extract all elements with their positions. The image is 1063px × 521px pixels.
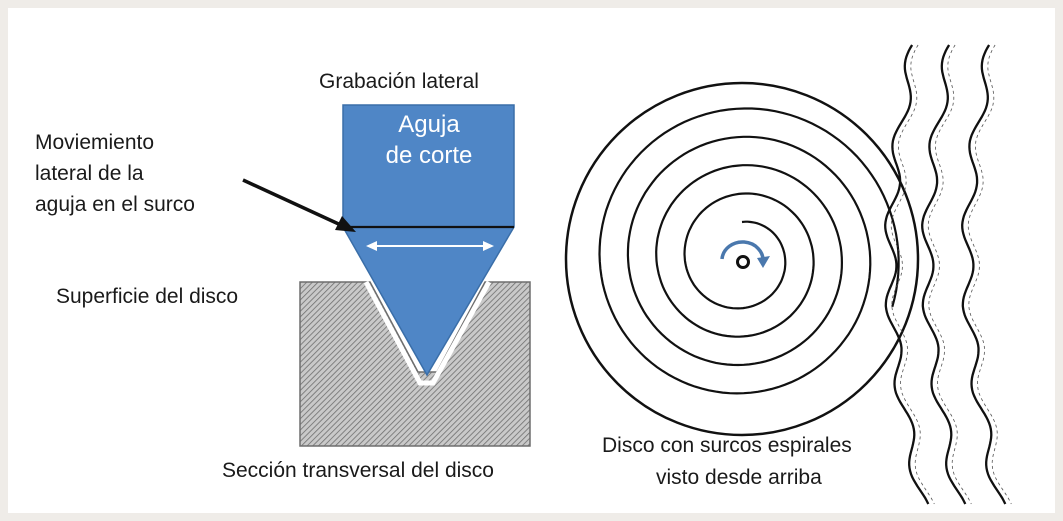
- wavy-groove-edge-1: [890, 44, 935, 505]
- needle-label-line1: Aguja: [398, 111, 460, 138]
- needle-label-line2: de corte: [385, 142, 473, 169]
- wavy-groove-edge-3: [967, 44, 1012, 505]
- spiral-caption-line1: Disco con surcos espirales: [602, 434, 852, 457]
- wavy-groove-2: [921, 44, 967, 505]
- disc-surface-label: Superficie del disco: [56, 285, 239, 308]
- cutting-needle: [342, 104, 515, 377]
- pointer-arrow: [242, 178, 356, 232]
- disc-top-view: [564, 81, 920, 437]
- diagram-frame: [8, 8, 1055, 513]
- wavy-groove-edge-2: [927, 44, 972, 505]
- disc-cross-section: [299, 281, 531, 447]
- movement-label-line2: lateral de la: [35, 162, 144, 185]
- wavy-groove-1: [884, 44, 930, 505]
- movement-label-line3: aguja en el surco: [35, 193, 195, 216]
- clockwise-rotation-arrow-icon: [720, 240, 770, 268]
- spiral-groove: [598, 107, 900, 395]
- wavy-groove-3: [961, 44, 1007, 505]
- cross-section-label: Sección transversal del disco: [222, 459, 494, 482]
- spiral-caption-line2: visto desde arriba: [656, 466, 822, 489]
- wavy-groove-lines: [884, 44, 1012, 505]
- center-hole: [736, 255, 750, 269]
- lateral-movement-arrow: [366, 241, 494, 251]
- lateral-recording-label: Grabación lateral: [319, 70, 479, 93]
- groove-outline: [363, 280, 492, 386]
- movement-label-line1: Moviemiento: [35, 131, 155, 154]
